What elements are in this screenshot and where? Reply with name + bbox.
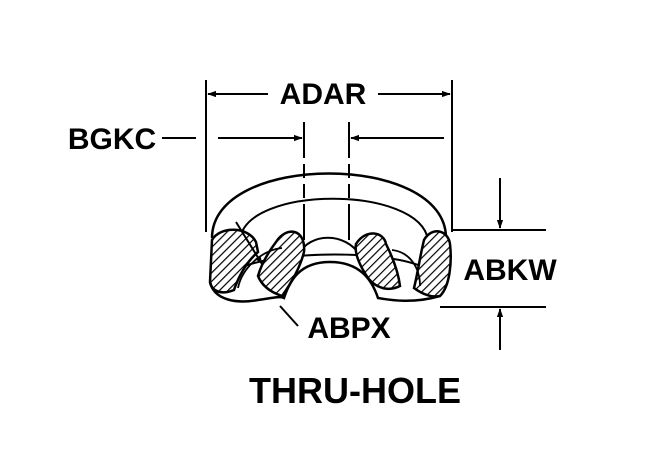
abkw-label: ABKW [463, 254, 557, 287]
hole-back-edge [297, 236, 361, 256]
section-left-outer [208, 228, 260, 294]
section-channel-left [237, 247, 283, 289]
section-channel-right [391, 249, 421, 287]
abpx-label: ABPX [307, 312, 390, 345]
abpx-pointer [235, 221, 263, 265]
diagram-caption: THRU-HOLE [249, 370, 461, 411]
section-right-outer [412, 230, 452, 298]
ring-inner-edge [239, 197, 429, 241]
ring-outer-edge [210, 172, 448, 239]
abpx-leader [279, 305, 299, 327]
adar-label: ADAR [280, 78, 367, 111]
ring-bottom-profile [208, 260, 441, 303]
section-left-inner [256, 230, 306, 298]
section-right-inner [354, 232, 402, 290]
bgkc-label: BGKC [68, 123, 156, 156]
